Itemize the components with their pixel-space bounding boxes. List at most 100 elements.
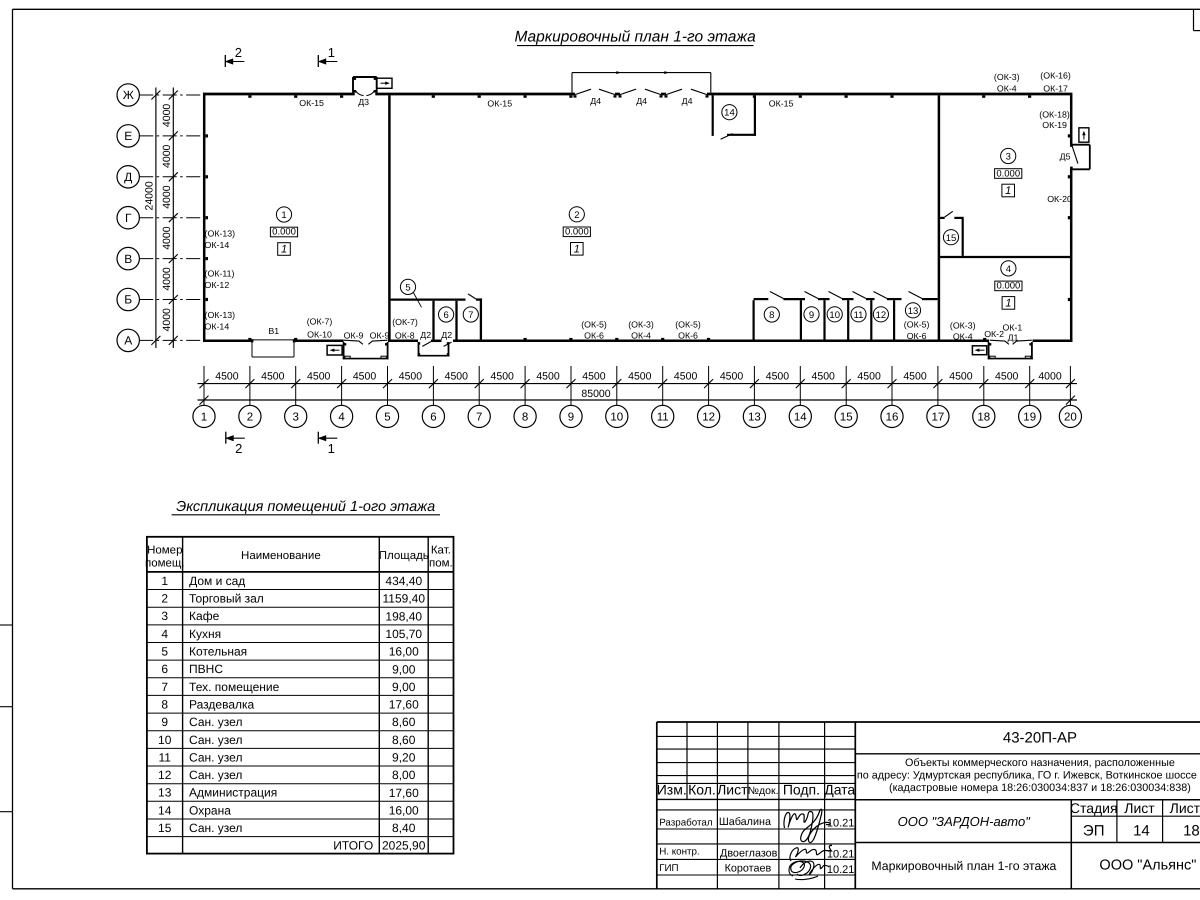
svg-text:Ж: Ж	[123, 88, 134, 102]
svg-text:9: 9	[568, 411, 574, 423]
svg-text:9,00: 9,00	[392, 662, 416, 676]
svg-text:ОК-10: ОК-10	[307, 329, 332, 339]
svg-text:4500: 4500	[399, 370, 423, 382]
svg-text:(ОК-3): (ОК-3)	[950, 320, 976, 330]
svg-text:4000: 4000	[161, 226, 173, 250]
svg-text:Е: Е	[124, 129, 132, 143]
svg-text:(ОК-7): (ОК-7)	[307, 317, 333, 327]
svg-text:8: 8	[522, 411, 528, 423]
svg-text:11: 11	[854, 310, 864, 321]
svg-text:4000: 4000	[161, 144, 173, 168]
svg-text:Д2: Д2	[441, 330, 452, 340]
svg-text:2025,90: 2025,90	[382, 838, 426, 852]
svg-text:Изм.: Изм.	[657, 782, 687, 798]
svg-text:ОК-19: ОК-19	[1042, 120, 1067, 130]
svg-text:ПВНС: ПВНС	[189, 662, 223, 676]
svg-text:10: 10	[829, 310, 840, 321]
svg-text:198,40: 198,40	[385, 609, 422, 623]
svg-text:Наименование: Наименование	[241, 550, 321, 562]
svg-text:1159,40: 1159,40	[383, 592, 426, 606]
svg-text:4: 4	[1006, 264, 1011, 275]
svg-text:Торговый зал: Торговый зал	[189, 592, 264, 606]
svg-text:16,00: 16,00	[389, 803, 419, 817]
svg-text:ОК-8: ОК-8	[395, 330, 415, 340]
svg-text:18: 18	[977, 411, 990, 423]
svg-text:Кафе: Кафе	[189, 609, 220, 623]
svg-text:ОК-6: ОК-6	[584, 330, 604, 340]
svg-text:8,60: 8,60	[392, 733, 416, 747]
svg-text:Д4: Д4	[590, 96, 601, 106]
svg-text:4500: 4500	[628, 370, 652, 382]
svg-text:Б: Б	[124, 293, 132, 307]
svg-text:Д4: Д4	[636, 96, 647, 106]
svg-text:Сан. узел: Сан. узел	[189, 821, 242, 835]
svg-text:7: 7	[468, 310, 473, 321]
svg-text:1: 1	[161, 574, 168, 588]
svg-text:4500: 4500	[353, 370, 377, 382]
svg-text:Сан. узел: Сан. узел	[189, 750, 242, 764]
svg-text:2: 2	[574, 210, 579, 221]
svg-text:ИТОГО: ИТОГО	[333, 838, 373, 852]
svg-text:2: 2	[235, 441, 242, 456]
svg-text:Подп.: Подп.	[783, 782, 820, 798]
svg-text:Листов: Листов	[1170, 800, 1200, 816]
svg-text:4000: 4000	[1038, 370, 1062, 382]
svg-text:4000: 4000	[161, 308, 173, 332]
svg-text:4000: 4000	[161, 185, 173, 209]
svg-text:10.21: 10.21	[827, 849, 855, 861]
svg-text:Двоеглазов: Двоеглазов	[720, 847, 778, 859]
svg-text:1: 1	[281, 210, 286, 221]
svg-text:12: 12	[702, 411, 715, 423]
svg-text:4500: 4500	[491, 370, 515, 382]
svg-text:Разработал: Разработал	[659, 817, 713, 828]
svg-text:ООО "Альянс": ООО "Альянс"	[1099, 858, 1196, 874]
svg-text:7: 7	[476, 411, 482, 423]
svg-text:14: 14	[724, 108, 735, 119]
svg-text:10.21: 10.21	[827, 817, 855, 829]
svg-text:Стадия: Стадия	[1070, 800, 1118, 816]
svg-text:А: А	[124, 334, 132, 348]
svg-text:ОК-12: ОК-12	[205, 280, 230, 290]
svg-text:(ОК-13): (ОК-13)	[205, 228, 236, 238]
svg-text:5: 5	[405, 282, 410, 293]
svg-text:4500: 4500	[766, 370, 790, 382]
svg-text:ОК-9: ОК-9	[370, 331, 390, 341]
svg-text:Экспликация помещений 1-ого эт: Экспликация помещений 1-ого этажа	[176, 499, 435, 515]
svg-text:Маркировочный план 1-го этажа: Маркировочный план 1-го этажа	[871, 859, 1056, 873]
svg-text:(ОК-5): (ОК-5)	[904, 319, 930, 329]
svg-text:ОК-15: ОК-15	[299, 98, 324, 108]
svg-text:1: 1	[328, 441, 335, 456]
svg-text:4500: 4500	[582, 370, 606, 382]
svg-text:0.000: 0.000	[272, 227, 296, 238]
svg-text:8,00: 8,00	[392, 768, 416, 782]
svg-text:6: 6	[161, 662, 168, 676]
svg-text:4500: 4500	[674, 370, 698, 382]
svg-text:1: 1	[201, 411, 207, 423]
svg-text:3: 3	[293, 411, 299, 423]
svg-text:14: 14	[794, 411, 807, 423]
svg-text:10: 10	[158, 733, 172, 747]
svg-text:4500: 4500	[857, 370, 881, 382]
svg-text:3: 3	[161, 609, 168, 623]
svg-text:помещ.: помещ.	[145, 557, 185, 569]
svg-text:9,00: 9,00	[392, 680, 416, 694]
svg-text:10: 10	[610, 411, 623, 423]
svg-text:Коротаев: Коротаев	[725, 863, 772, 875]
svg-text:Д4: Д4	[682, 96, 693, 106]
svg-text:1: 1	[328, 45, 335, 60]
svg-text:2: 2	[247, 411, 253, 423]
svg-text:14: 14	[1133, 822, 1150, 839]
svg-text:6: 6	[443, 310, 448, 321]
svg-text:Дата: Дата	[824, 782, 855, 798]
svg-text:85000: 85000	[581, 388, 610, 400]
svg-text:Администрация: Администрация	[189, 786, 277, 800]
svg-text:ОК-6: ОК-6	[907, 331, 927, 341]
svg-text:1: 1	[574, 243, 580, 255]
svg-text:Раздевалка: Раздевалка	[189, 698, 254, 712]
svg-text:Кат.: Кат.	[431, 544, 451, 556]
svg-text:5: 5	[161, 645, 168, 659]
svg-text:9: 9	[809, 310, 814, 321]
svg-text:1: 1	[281, 243, 287, 255]
svg-text:3: 3	[1006, 152, 1011, 163]
svg-text:16: 16	[886, 411, 899, 423]
